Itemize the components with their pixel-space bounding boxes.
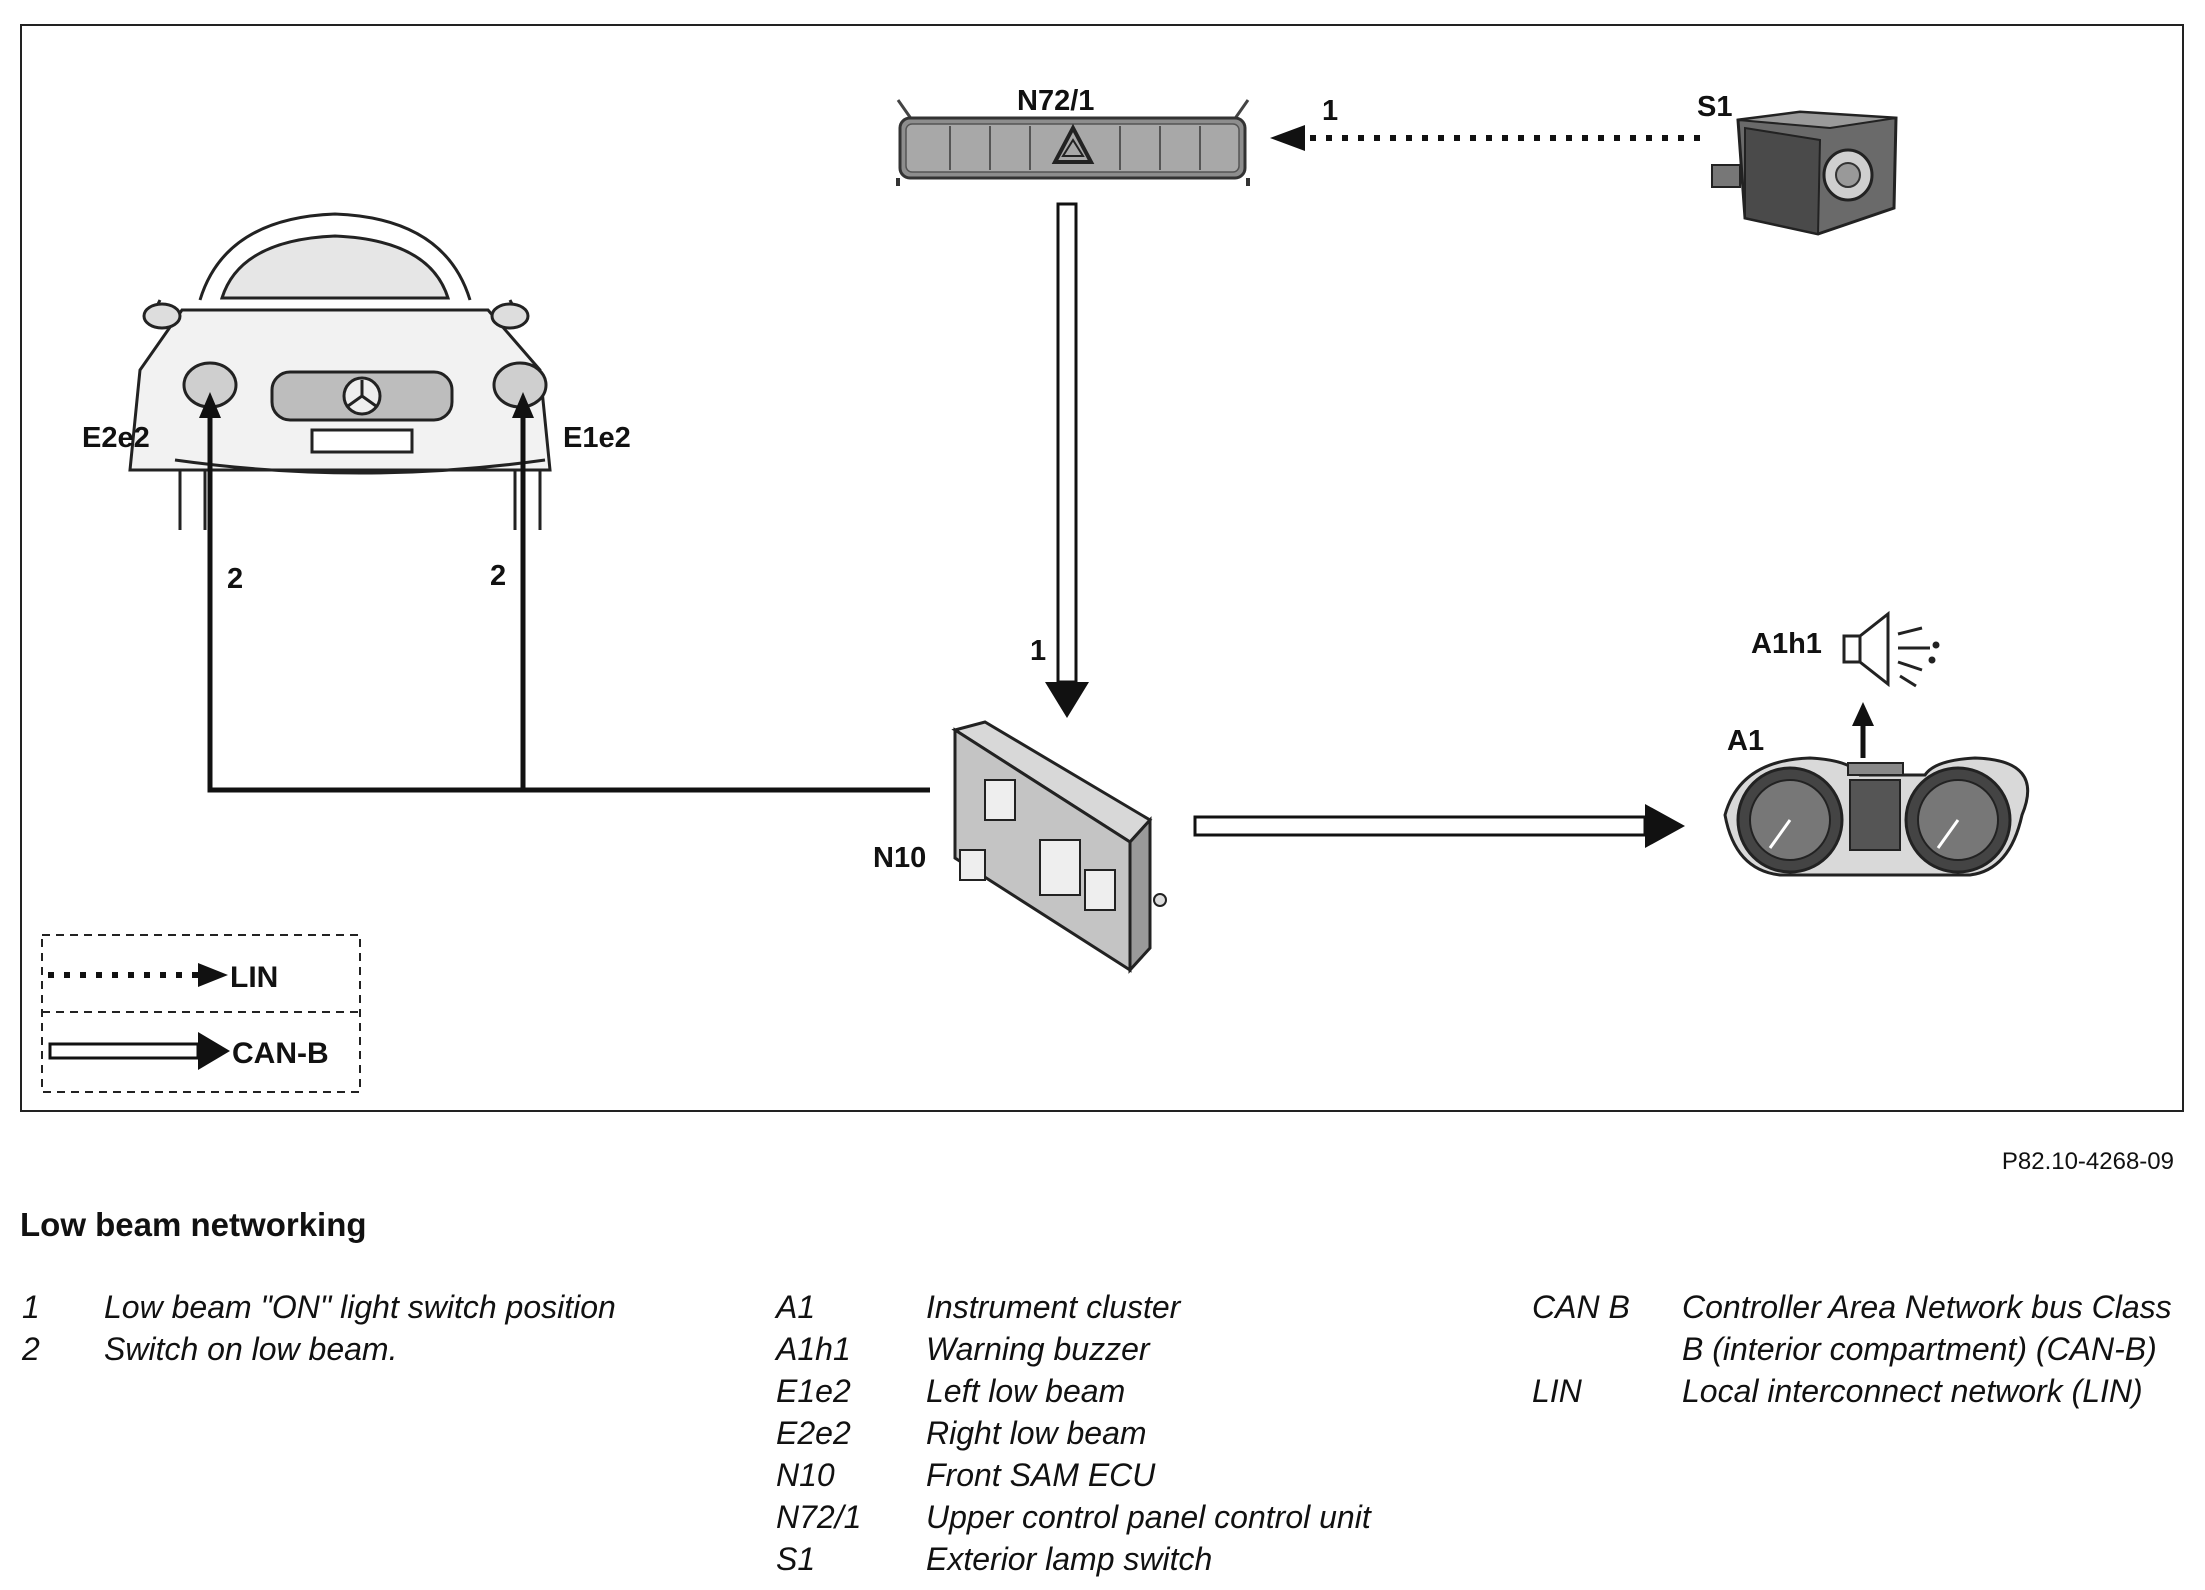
upper-control-panel-image [896, 99, 1250, 186]
n72-1-label: N72/1 [1017, 85, 1094, 117]
arrow-label-2-left: 2 [227, 563, 243, 595]
legend-row: A1 Instrument cluster [776, 1286, 1371, 1328]
exterior-lamp-switch-image [1711, 110, 1898, 236]
legend-value: Local interconnect network (LIN) [1682, 1373, 2143, 1409]
legend-row: LIN Local interconnect network (LIN) [1532, 1370, 2182, 1412]
car-front-image [128, 212, 552, 530]
legend-row: N72/1 Upper control panel control unit [776, 1496, 1371, 1538]
legend-column-components: A1 Instrument cluster A1h1 Warning buzze… [776, 1286, 1371, 1580]
figure-code: P82.10-4268-09 [2001, 1148, 2174, 1175]
legend-row: 2 Switch on low beam. [22, 1328, 616, 1370]
line-type-legend [41, 934, 361, 1093]
network-diagram: N72/1 S1 1 1 E2e2 E1e2 [41, 85, 2030, 1093]
legend-key: N10 [776, 1457, 835, 1493]
legend-column-numbers: 1 Low beam "ON" light switch position 2 … [22, 1286, 616, 1370]
legend-value: Upper control panel control unit [926, 1499, 1371, 1535]
n10-label: N10 [873, 842, 926, 874]
instrument-cluster-image [1723, 756, 2030, 877]
can-arrow-n72-to-n10 [1045, 202, 1089, 718]
arrow-label-1-mid: 1 [1030, 635, 1046, 667]
legend-key: S1 [776, 1541, 816, 1577]
legend-key: LIN [1532, 1373, 1582, 1409]
legend-key: 2 [22, 1331, 40, 1367]
legend-value: Controller Area Network bus Class B (int… [1682, 1289, 2172, 1367]
legend-value: Front SAM ECU [926, 1457, 1156, 1493]
e2e2-label: E2e2 [82, 422, 150, 454]
legend-key: E2e2 [776, 1415, 851, 1451]
arrow-a1-to-a1h1 [1852, 702, 1874, 758]
legend-column-abbreviations: CAN B Controller Area Network bus Class … [1532, 1286, 2182, 1412]
legend-key: N72/1 [776, 1499, 862, 1535]
legend-key: A1 [776, 1289, 816, 1325]
legend-value: Instrument cluster [926, 1289, 1181, 1325]
caption-title: Low beam networking [20, 1206, 367, 1243]
a1-label: A1 [1727, 725, 1764, 757]
legend-value: Warning buzzer [926, 1331, 1150, 1367]
control-line-to-headlamps [199, 392, 930, 793]
legend-value: Exterior lamp switch [926, 1541, 1213, 1577]
legend-key: 1 [22, 1289, 40, 1325]
legend-value: Left low beam [926, 1373, 1126, 1409]
warning-buzzer-speaker-icon [1842, 610, 1940, 688]
arrow-label-1-top: 1 [1322, 95, 1338, 127]
diagram-frame [20, 24, 2184, 1112]
e1e2-label: E1e2 [563, 422, 631, 454]
legend-lin-label: LIN [230, 961, 278, 994]
legend-value: Low beam "ON" light switch position [104, 1289, 616, 1325]
legend-row: S1 Exterior lamp switch [776, 1538, 1371, 1580]
s1-label: S1 [1697, 91, 1732, 123]
legend-row: E1e2 Left low beam [776, 1370, 1371, 1412]
can-arrow-n10-to-a1 [1193, 804, 1685, 848]
front-sam-ecu-image [951, 720, 1167, 974]
legend-row: E2e2 Right low beam [776, 1412, 1371, 1454]
lin-arrow-s1-to-n72 [1270, 125, 1700, 151]
legend-key: CAN B [1532, 1289, 1630, 1325]
legend-value: Switch on low beam. [104, 1331, 398, 1367]
legend-can-b-label: CAN-B [232, 1037, 329, 1070]
legend-value: Right low beam [926, 1415, 1147, 1451]
legend-row: A1h1 Warning buzzer [776, 1328, 1371, 1370]
a1h1-label: A1h1 [1751, 628, 1822, 660]
legend-row: CAN B Controller Area Network bus Class … [1532, 1286, 2182, 1370]
legend-key: E1e2 [776, 1373, 851, 1409]
legend-row: 1 Low beam "ON" light switch position [22, 1286, 616, 1328]
arrow-label-2-right: 2 [490, 560, 506, 592]
legend-key: A1h1 [776, 1331, 851, 1367]
legend-row: N10 Front SAM ECU [776, 1454, 1371, 1496]
